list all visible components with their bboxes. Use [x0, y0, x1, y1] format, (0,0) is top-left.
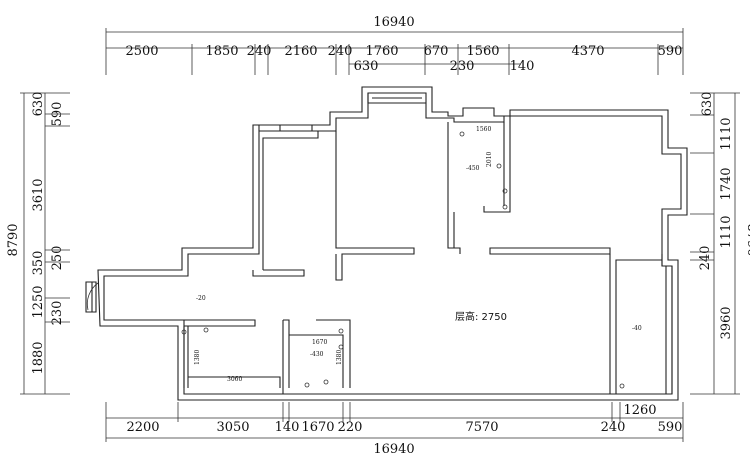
right-total: 8790 [744, 223, 750, 256]
dimension-bottom: 2200 3050 140 1670 220 7570 240 590 1260… [105, 402, 684, 457]
dim: 350 [31, 251, 46, 276]
kitchen-depth: 2010 [486, 152, 493, 167]
dim: 140 [275, 420, 300, 435]
dim: 630 [700, 92, 715, 117]
dim: 240 [601, 420, 626, 435]
entry-level: -20 [196, 295, 206, 302]
dim: 240 [328, 44, 353, 59]
dim: 630 [354, 59, 379, 74]
dim: 1560 [466, 44, 499, 59]
dim: 240 [698, 246, 713, 271]
dim: 230 [450, 59, 475, 74]
dim: 2160 [284, 44, 317, 59]
dim: 1110 [719, 117, 734, 150]
left-total: 8790 [6, 223, 21, 256]
dim: 1740 [719, 167, 734, 200]
kitchen-level: -450 [466, 165, 480, 172]
dim: 3610 [31, 178, 46, 211]
kitchen-width: 1560 [476, 126, 491, 133]
walls [85, 86, 688, 401]
dim: 3050 [216, 420, 249, 435]
dim: 590 [50, 102, 65, 127]
balcony-level: -40 [632, 325, 642, 332]
dim: 670 [424, 44, 449, 59]
dim: 250 [50, 246, 65, 271]
dim: 1760 [365, 44, 398, 59]
bath1-width: 3060 [227, 376, 242, 383]
dim: 1670 [301, 420, 334, 435]
bath2-depth: 1380 [336, 350, 343, 365]
dim: 590 [658, 420, 683, 435]
dimension-left: 8790 630 3610 350 1250 1880 590 250 230 [6, 92, 70, 395]
dim: 7570 [465, 420, 498, 435]
dim: 220 [338, 420, 363, 435]
top-total: 16940 [373, 15, 414, 30]
bottom-total: 16940 [373, 442, 414, 457]
dim: 1110 [719, 215, 734, 248]
bath1-depth: 1380 [194, 350, 201, 365]
ceiling-height-label: 层高: 2750 [455, 310, 507, 323]
dim: 2200 [126, 420, 159, 435]
dim: 240 [247, 44, 272, 59]
dim: 1880 [31, 341, 46, 374]
dim: 140 [510, 59, 535, 74]
dim: 230 [50, 301, 65, 326]
fixtures [181, 131, 625, 389]
dim: 630 [31, 92, 46, 117]
bath2-width: 1670 [312, 339, 327, 346]
bath2-level: -430 [310, 351, 324, 358]
dim: 1260 [623, 403, 656, 418]
dim: 3960 [719, 306, 734, 339]
dim: 2500 [125, 44, 158, 59]
dim: 590 [658, 44, 683, 59]
dim: 1250 [31, 285, 46, 318]
dim: 1850 [205, 44, 238, 59]
room-labels: 层高: 2750 1560 2010 -450 -20 1380 3060 16… [194, 126, 642, 383]
dim: 4370 [571, 44, 604, 59]
dimension-top: 16940 2500 1850 240 2160 240 1760 670 15… [105, 15, 684, 75]
dimension-right: 630 1110 1740 1110 3960 240 8790 [690, 92, 750, 395]
